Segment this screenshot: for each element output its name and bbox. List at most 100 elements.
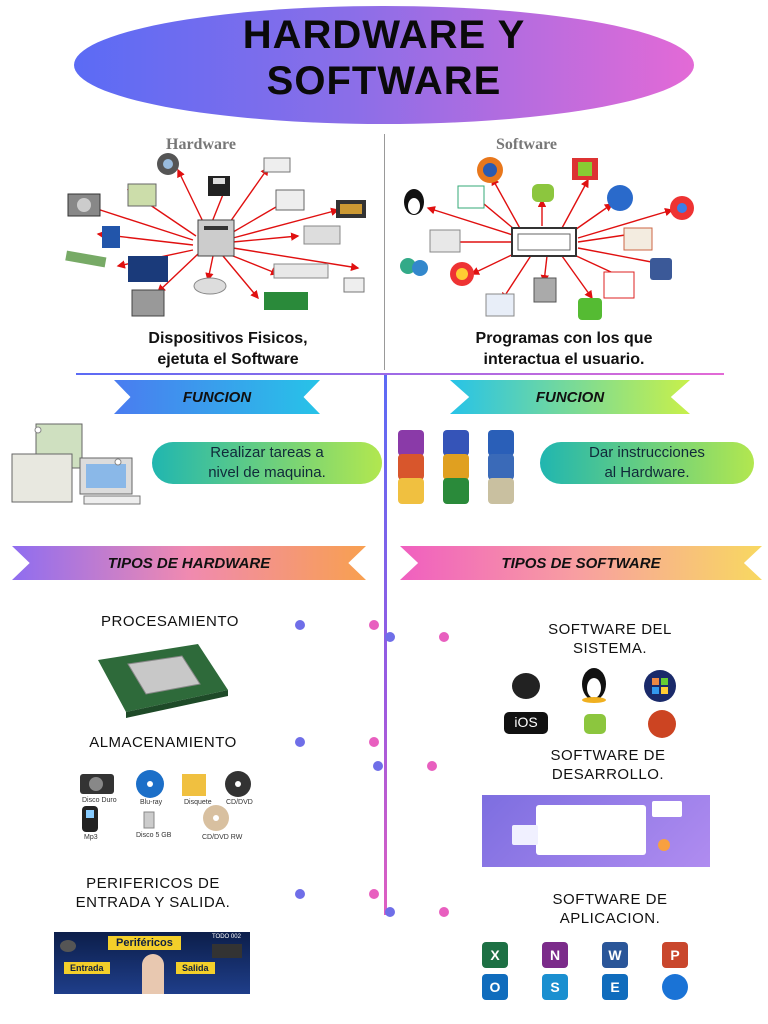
printer-2-icon bbox=[275, 189, 305, 211]
cd-rw-icon bbox=[203, 805, 229, 831]
component-icon bbox=[127, 183, 157, 207]
expansion-card-icon bbox=[264, 292, 308, 310]
caption-disquete: Disquete bbox=[184, 799, 212, 806]
cable-icon bbox=[65, 250, 107, 268]
connector-almacenamiento bbox=[295, 737, 379, 747]
hardware-devices-diagram bbox=[65, 153, 366, 317]
perifericos-label-1: PERIFERICOS DE bbox=[86, 875, 220, 892]
freebsd-icon bbox=[648, 710, 676, 738]
monitor-icon bbox=[128, 256, 168, 282]
perifericos-label-2: ENTRADA Y SALIDA. bbox=[75, 894, 231, 911]
project-icon bbox=[488, 454, 514, 480]
timeline-axis bbox=[384, 375, 387, 915]
type-aplicacion: SOFTWARE DE APLICACION. bbox=[490, 890, 730, 928]
section-divider bbox=[76, 373, 724, 375]
hardware-description-line-2: ejetuta el Software bbox=[157, 351, 299, 368]
tipos-hardware-ribbon: TIPOS DE HARDWARE bbox=[12, 546, 366, 580]
ios-text: iOS bbox=[514, 714, 538, 730]
windows-logo-icon bbox=[644, 670, 676, 702]
software-description-line-2: interactua el usuario. bbox=[483, 351, 645, 368]
computer-parts-illustration bbox=[11, 423, 141, 505]
messenger-icon bbox=[400, 258, 428, 276]
office-apps-grid: X N W P O S E bbox=[480, 940, 720, 1002]
hard-drive-icon bbox=[67, 193, 101, 217]
pdf-icon bbox=[603, 271, 635, 299]
onenote-app-icon: N bbox=[542, 942, 568, 968]
caption-blu-ray: Blu-ray bbox=[140, 799, 163, 806]
funcion-left-text-2: nivel de maquina. bbox=[208, 464, 326, 481]
connector-sistema bbox=[385, 632, 449, 642]
outlook-app-icon: O bbox=[482, 974, 508, 1000]
exchange-app-icon: E bbox=[602, 974, 628, 1000]
connector-perifericos bbox=[295, 889, 379, 899]
android-icon bbox=[532, 184, 554, 202]
timeline-connectors bbox=[295, 620, 449, 917]
title-oval bbox=[74, 6, 694, 124]
mouse-peripheral-icon bbox=[60, 940, 76, 952]
funcion-left-text-1: Realizar tareas a bbox=[210, 444, 324, 461]
title-line-1: HARDWARE Y bbox=[242, 13, 526, 57]
word-old-icon bbox=[488, 430, 514, 456]
development-illustration bbox=[482, 795, 710, 867]
peripherals-input: Entrada bbox=[64, 962, 110, 974]
chrome-icon bbox=[670, 196, 694, 220]
procesamiento-label: PROCESAMIENTO bbox=[101, 613, 239, 630]
mp3-icon bbox=[82, 806, 98, 832]
hardware-heading: Hardware bbox=[166, 136, 236, 153]
storage-devices: Disco Duro Blu-ray Disquete CD/DVD Mp3 D… bbox=[58, 768, 270, 844]
panel-divider bbox=[384, 134, 385, 370]
mouse-icon bbox=[193, 277, 227, 295]
office-icons-grid bbox=[398, 430, 538, 504]
firefox-icon bbox=[477, 157, 503, 183]
usb-drive-icon bbox=[102, 226, 120, 248]
funcion-right-text-1: Dar instrucciones bbox=[589, 444, 705, 461]
apple-icon bbox=[512, 673, 540, 699]
storage-icons bbox=[80, 770, 251, 832]
linux-tux-icon bbox=[582, 668, 606, 703]
aplicacion-label-1: SOFTWARE DE bbox=[552, 891, 668, 908]
windows-doc-icon bbox=[429, 229, 461, 253]
optical-drive-icon bbox=[303, 225, 341, 245]
connector-desarrollo bbox=[373, 761, 437, 771]
peripherals-output: Salida bbox=[176, 962, 215, 974]
presentation-icon bbox=[623, 227, 653, 251]
hard-disk-icon bbox=[80, 774, 114, 794]
sistema-label-2: SISTEMA. bbox=[572, 640, 647, 657]
dev-screen bbox=[536, 805, 646, 855]
excel-app-icon: X bbox=[482, 942, 508, 968]
picasa-icon bbox=[450, 262, 474, 286]
pc-tower-icon bbox=[197, 219, 235, 257]
title-line-2: SOFTWARE bbox=[266, 59, 502, 103]
desarrollo-label-2: DESARROLLO. bbox=[551, 766, 665, 783]
aplicacion-label-2: APLICACION. bbox=[559, 910, 661, 927]
office-icon bbox=[443, 454, 469, 480]
infopath-icon bbox=[488, 478, 514, 504]
spreadsheet-icon bbox=[457, 185, 485, 209]
connector-aplicacion bbox=[385, 907, 449, 917]
power-supply-icon bbox=[131, 289, 165, 317]
usb-stick-icon bbox=[143, 811, 155, 829]
caption-disco-5gb: Disco 5 GB bbox=[136, 832, 172, 839]
cd-icon bbox=[225, 771, 251, 797]
funcion-left-bubble: Realizar tareas a nivel de maquina. bbox=[152, 442, 382, 484]
type-almacenamiento: ALMACENAMIENTO bbox=[40, 733, 286, 752]
desarrollo-label-1: SOFTWARE DE bbox=[550, 747, 666, 764]
peripherals-title: Periféricos bbox=[108, 936, 181, 950]
page-title: HARDWARE Y SOFTWARE bbox=[74, 12, 694, 104]
card-reader-icon bbox=[343, 277, 365, 293]
excel-old-icon bbox=[443, 430, 469, 456]
outlook-old-icon bbox=[398, 478, 424, 504]
windows-screens-icon bbox=[511, 227, 577, 257]
cpu-chip-illustration bbox=[98, 644, 228, 718]
publisher-icon bbox=[398, 430, 424, 456]
caption-cd-dvd-rw: CD/DVD RW bbox=[202, 834, 243, 841]
evernote-icon bbox=[578, 298, 602, 320]
android-robot-icon bbox=[584, 714, 606, 734]
ios-icon bbox=[504, 712, 548, 734]
onedrive-app-icon bbox=[662, 974, 688, 1000]
hardware-description: Dispositivos Fisicos, ejetuta el Softwar… bbox=[88, 328, 368, 370]
type-perifericos: PERIFERICOS DE ENTRADA Y SALIDA. bbox=[20, 874, 286, 912]
printer-peripheral-icon bbox=[212, 944, 242, 958]
caption-cd-dvd: CD/DVD bbox=[226, 799, 253, 806]
